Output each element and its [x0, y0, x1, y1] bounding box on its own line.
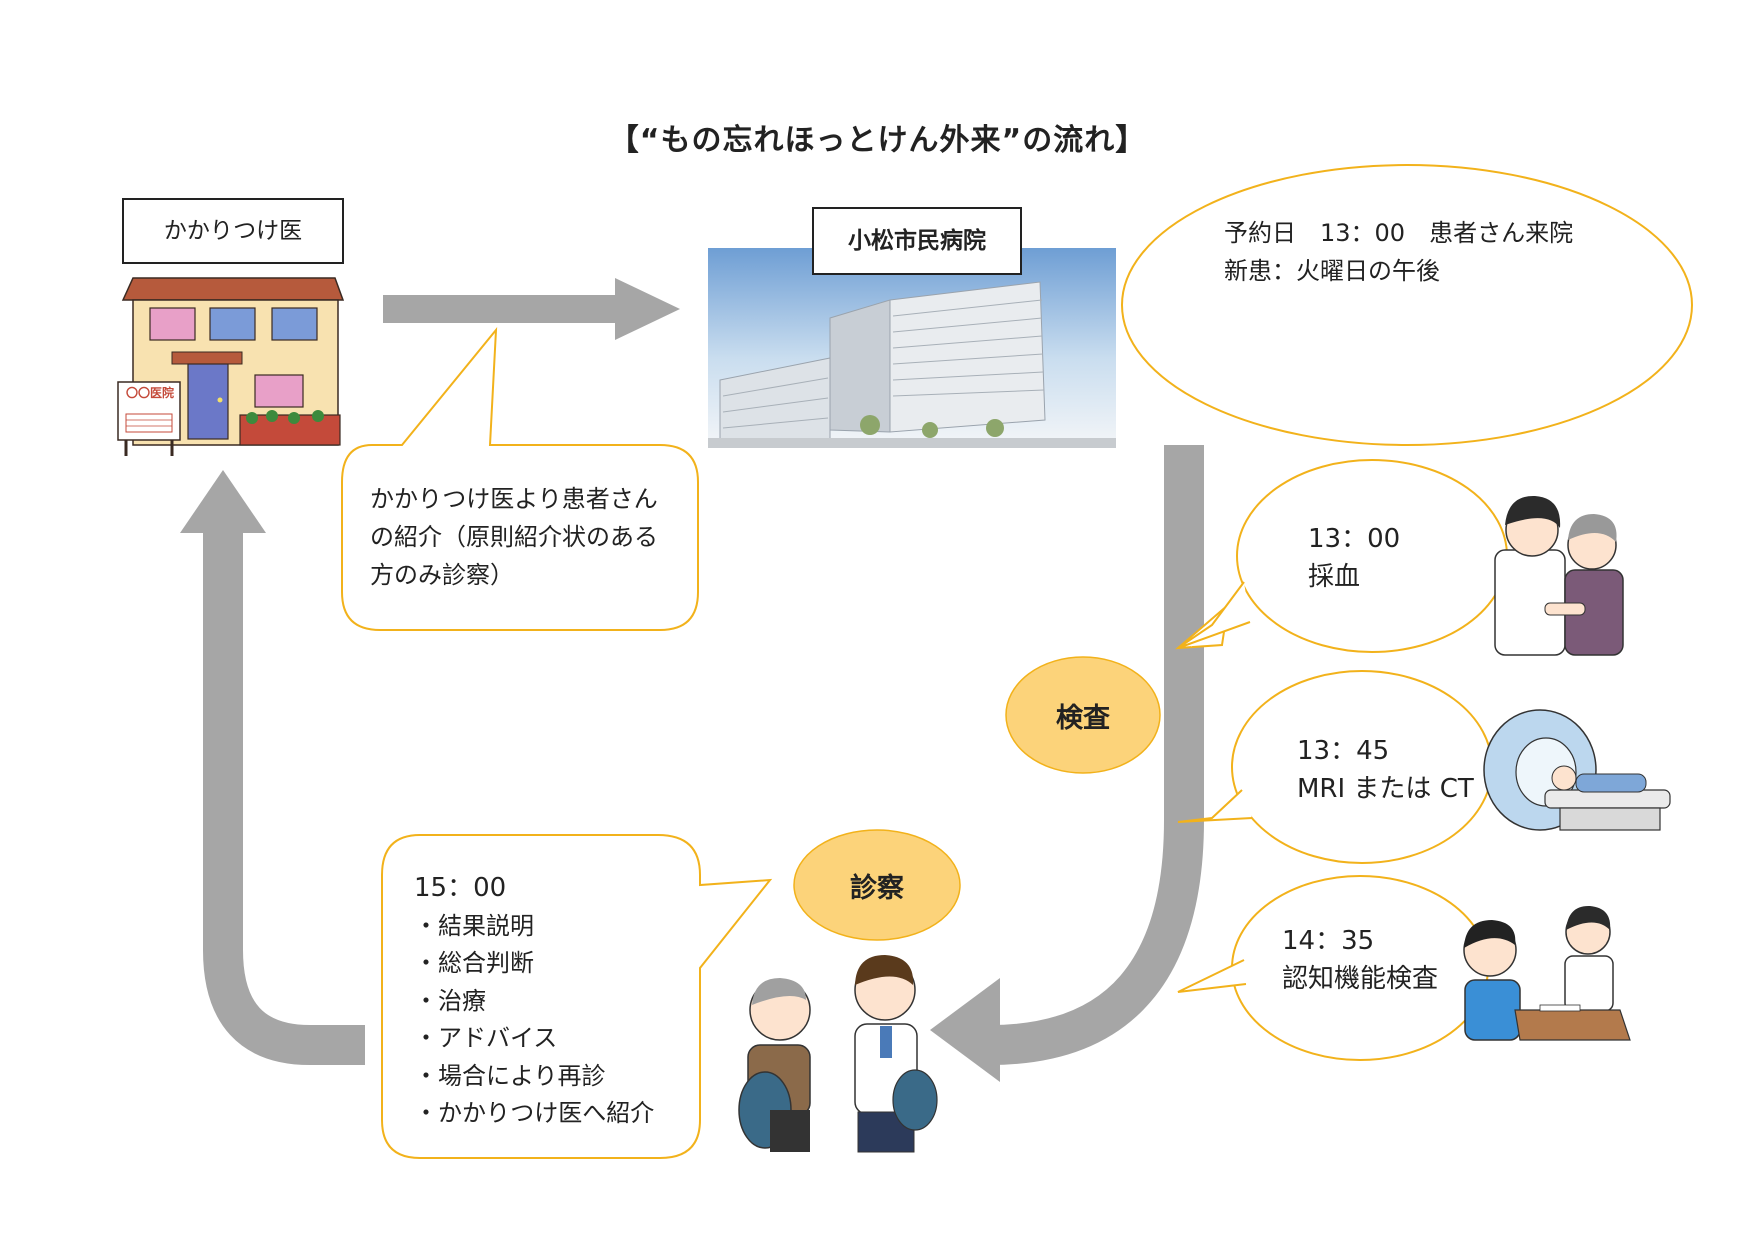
cognitive-bubble	[1177, 875, 1489, 1061]
referral-line: 方のみ診察）	[370, 561, 514, 589]
consultation-illustration	[738, 955, 938, 1153]
referral-line: の紹介（原則紹介状のある	[370, 523, 658, 551]
exam-oval	[1005, 656, 1161, 774]
consult-item: ・結果説明	[414, 911, 534, 940]
referral-line: かかりつけ医より患者さん	[370, 485, 658, 513]
consult-item: ・場合により再診	[414, 1061, 606, 1090]
arrival-line: 新患：火曜日の午後	[1224, 257, 1440, 285]
consult-item: ・かかりつけ医へ紹介	[414, 1099, 655, 1127]
clinic-label: かかりつけ医	[122, 198, 344, 264]
consult-note: 15：00 ・結果説明 ・総合判断 ・治療 ・アドバイス ・場合により再診 ・か…	[414, 870, 654, 1133]
exam-label: 検査	[1056, 703, 1110, 734]
hospital-illustration	[708, 248, 1116, 448]
referral-note: かかりつけ医より患者さん の紹介（原則紹介状のある 方のみ診察）	[370, 480, 658, 594]
consult-item: ・アドバイス	[414, 1024, 558, 1052]
cognitive-time: 14：35	[1282, 926, 1375, 956]
arrival-bubble	[1121, 164, 1693, 446]
consult-label: 診察	[850, 873, 904, 904]
consult-item: ・治療	[414, 986, 486, 1015]
arrival-note: 予約日 13：00 患者さん来院 新患：火曜日の午後	[1224, 214, 1573, 290]
arrival-line: 予約日 13：00 患者さん来院	[1224, 219, 1574, 247]
arrow-to-clinic	[180, 470, 365, 1065]
cognitive-label: 認知機能検査	[1282, 964, 1439, 994]
arrow-to-consult	[930, 445, 1204, 1082]
consult-time: 15：00	[414, 873, 507, 903]
clinic-sign: 〇〇医院	[125, 386, 174, 400]
blood-test-time: 13：00	[1308, 524, 1401, 554]
imaging-label: MRI または CT	[1297, 774, 1474, 804]
cognitive-illustration	[1463, 905, 1631, 1041]
page-title: 【“もの忘れほっとけん外来”の流れ】	[608, 123, 1147, 158]
referral-bubble	[341, 327, 699, 631]
clinic-illustration	[117, 277, 345, 456]
blood-test-illustration	[1494, 495, 1624, 656]
imaging-time: 13：45	[1297, 736, 1390, 766]
hospital-label: 小松市民病院	[812, 207, 1022, 275]
consult-bubble	[381, 834, 773, 1159]
arrow-to-hospital	[383, 278, 680, 340]
mri-illustration	[1483, 709, 1671, 831]
consult-oval	[793, 829, 961, 941]
imaging-note: 13：45 MRI または CT	[1297, 732, 1474, 808]
blood-test-bubble	[1175, 459, 1508, 653]
cognitive-note: 14：35 認知機能検査	[1282, 922, 1438, 998]
blood-test-note: 13：00 採血	[1308, 520, 1400, 596]
blood-test-label: 採血	[1308, 562, 1361, 592]
consult-item: ・総合判断	[414, 949, 534, 977]
